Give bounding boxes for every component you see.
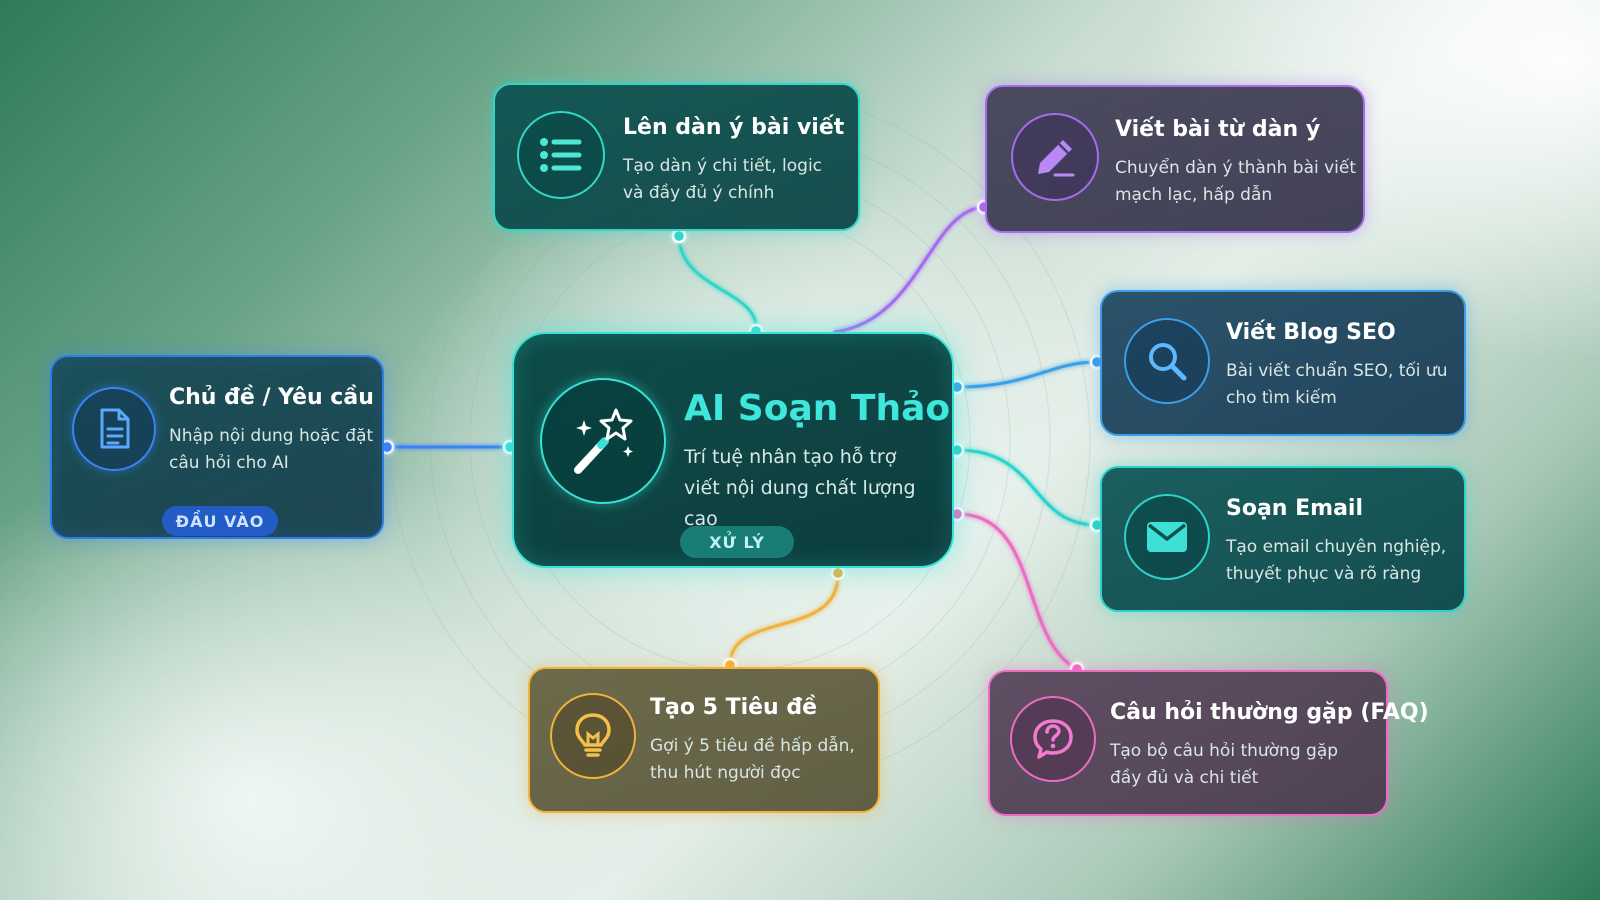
input-card[interactable]: Chủ đề / Yêu cầu Nhập nội dung hoặc đặt … — [50, 355, 384, 539]
write-title: Viết bài từ dàn ý — [1115, 117, 1321, 142]
seo-desc: Bài viết chuẩn SEO, tối ưu cho tìm kiếm — [1226, 361, 1448, 408]
outline-card[interactable]: Lên dàn ý bài viết Tạo dàn ý chi tiết, l… — [493, 83, 860, 231]
document-icon — [100, 408, 130, 449]
node-dot — [830, 565, 846, 581]
write-card[interactable]: Viết bài từ dàn ý Chuyển dàn ý thành bài… — [985, 85, 1365, 233]
titles-desc: Gợi ý 5 tiêu đề hấp dẫn, thu hút người đ… — [650, 736, 855, 783]
question-bubble-icon-ring — [1010, 696, 1096, 782]
center-card[interactable]: AI Soạn Thảo Trí tuệ nhân tạo hỗ trợ viế… — [512, 332, 954, 568]
lightbulb-icon-ring — [550, 693, 636, 779]
write-desc: Chuyển dàn ý thành bài viết mạch lạc, hấ… — [1115, 158, 1357, 205]
pencil-icon-ring — [1011, 113, 1099, 201]
email-desc: Tạo email chuyên nghiệp, thuyết phục và … — [1226, 537, 1447, 584]
mail-icon-ring — [1124, 494, 1210, 580]
titles-title: Tạo 5 Tiêu đề — [650, 695, 818, 720]
link-center-titles — [728, 571, 840, 667]
center-desc: Trí tuệ nhân tạo hỗ trợ viết nội dung ch… — [684, 446, 916, 530]
search-icon-ring — [1124, 318, 1210, 404]
email-title: Soạn Email — [1226, 496, 1364, 521]
seo-card[interactable]: Viết Blog SEO Bài viết chuẩn SEO, tối ưu… — [1100, 290, 1466, 436]
center-badge: XỬ LÝ — [680, 526, 794, 558]
input-badge: ĐẦU VÀO — [162, 506, 278, 536]
link-center-email — [955, 448, 1099, 527]
list-icon — [540, 138, 582, 172]
lightbulb-icon — [575, 713, 611, 757]
pencil-icon — [1038, 140, 1075, 177]
link-center-outline — [677, 234, 758, 333]
input-desc: Nhập nội dung hoặc đặt câu hỏi cho AI — [169, 426, 374, 473]
link-center-write — [833, 205, 986, 334]
email-card[interactable]: Soạn Email Tạo email chuyên nghiệp, thuy… — [1100, 466, 1466, 612]
seo-title: Viết Blog SEO — [1226, 320, 1396, 345]
link-center-faq — [955, 512, 1079, 671]
center-title: AI Soạn Thảo — [684, 388, 951, 429]
node-dot — [671, 228, 687, 244]
magic-wand-icon-ring — [540, 378, 666, 504]
document-icon-ring — [72, 387, 156, 471]
outline-title: Lên dàn ý bài viết — [623, 115, 845, 140]
list-icon-ring — [517, 111, 605, 199]
titles-card[interactable]: Tạo 5 Tiêu đề Gợi ý 5 tiêu đề hấp dẫn, t… — [528, 667, 880, 813]
magic-wand-icon — [574, 408, 633, 474]
mail-icon — [1147, 522, 1187, 552]
link-center-seo — [955, 360, 1099, 389]
outline-desc: Tạo dàn ý chi tiết, logic và đầy đủ ý ch… — [623, 156, 823, 203]
input-title: Chủ đề / Yêu cầu — [169, 385, 374, 410]
faq-card[interactable]: Câu hỏi thường gặp (FAQ) Tạo bộ câu hỏi … — [988, 670, 1429, 816]
search-icon — [1149, 343, 1187, 381]
faq-desc: Tạo bộ câu hỏi thường gặp đầy đủ và chi … — [1110, 741, 1339, 788]
faq-title: Câu hỏi thường gặp (FAQ) — [1110, 700, 1429, 725]
question-bubble-icon — [1033, 719, 1073, 759]
